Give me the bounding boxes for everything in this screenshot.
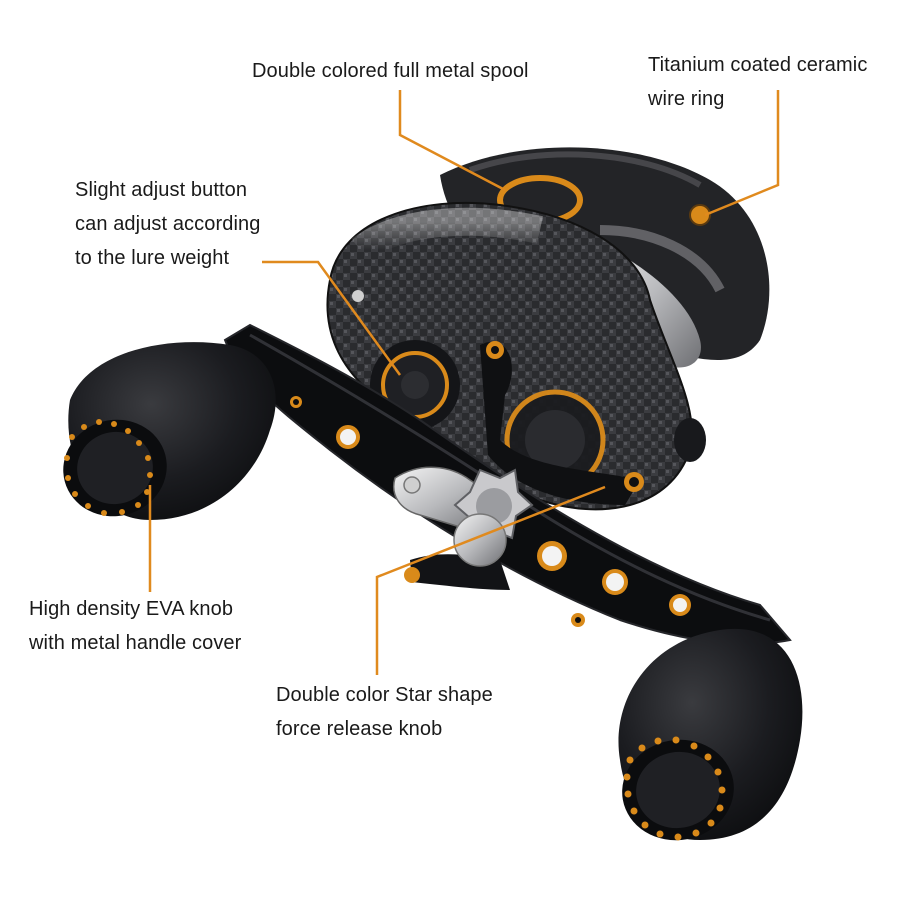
eva-knob-left (63, 342, 276, 520)
callout-eva-line-1: High density EVA knob (29, 598, 234, 620)
callout-spool: Double colored full metal spool (252, 54, 529, 88)
callout-star-line-2: force release knob (276, 718, 443, 740)
callout-eva-line-2: with metal handle cover (29, 632, 242, 654)
callout-lines (148, 90, 780, 675)
callout-star-line-1: Double color Star shape (276, 684, 493, 706)
handle-holes (290, 396, 691, 627)
callout-adjust-line-2: can adjust according (75, 213, 261, 235)
callout-wire-ring: Titanium coated ceramic wire ring (648, 48, 867, 116)
reel-bracket (480, 341, 640, 505)
callout-adjust-line-1: Slight adjust button (75, 179, 248, 201)
eva-knob-right (618, 628, 803, 841)
callout-star-knob: Double color Star shape force release kn… (276, 678, 493, 746)
wire-ring (689, 204, 711, 226)
callout-wire-ring-line-2: wire ring (648, 88, 725, 110)
callout-eva-knob: High density EVA knob with metal handle … (29, 592, 241, 660)
callout-spool-line-1: Double colored full metal spool (252, 60, 529, 82)
callout-adjust-line-3: to the lure weight (75, 247, 230, 269)
callout-wire-ring-line-1: Titanium coated ceramic (648, 54, 868, 76)
callout-adjust-button: Slight adjust button can adjust accordin… (75, 173, 260, 275)
